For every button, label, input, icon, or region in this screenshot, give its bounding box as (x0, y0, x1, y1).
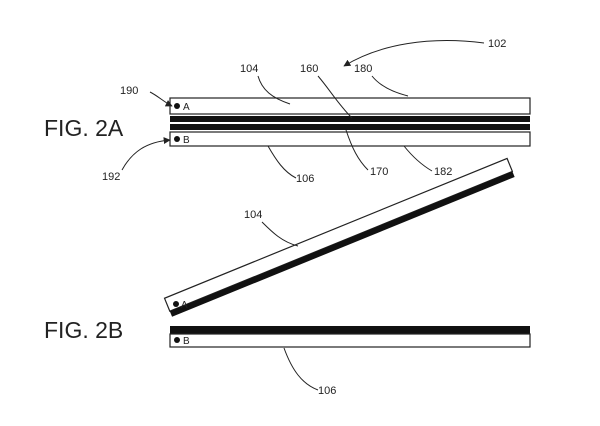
bottom-display-layer-170 (170, 124, 530, 130)
ref-160: 160 (300, 63, 318, 75)
tilted-panel-outline (163, 157, 514, 312)
ref-106-2b-leader (283, 347, 319, 391)
top-display-layer-160 (170, 116, 530, 122)
point-b-marker-2b (174, 337, 180, 343)
ref-106-2b: 106 (318, 385, 336, 397)
ref-106-2a-leader (267, 145, 297, 179)
bottom-display-layer-2b (170, 326, 530, 334)
ref-104-2b: 104 (244, 209, 262, 221)
ref-182: 182 (434, 166, 452, 178)
ref-104-2a-leader (257, 75, 291, 105)
ref-170-leader (345, 129, 369, 171)
point-a-label: A (183, 102, 190, 113)
ref-182-leader (403, 145, 433, 172)
fig-2a-label: FIG. 2A (44, 115, 124, 141)
point-b-label: B (183, 135, 190, 146)
ref-104-2a: 104 (240, 63, 258, 75)
ref-102: 102 (488, 38, 506, 50)
fig-2b-label: FIG. 2B (44, 317, 123, 343)
ref-192-arrow (121, 137, 171, 171)
point-b-marker (174, 136, 180, 142)
ref-170: 170 (370, 166, 388, 178)
ref-106-2a: 106 (296, 173, 314, 185)
ref-104-2b-leader (261, 221, 299, 247)
point-a-label-2b: A (181, 300, 188, 311)
ref-192: 192 (102, 171, 120, 183)
tilted-display-layer (169, 171, 515, 317)
ref-180: 180 (354, 63, 372, 75)
ref-180-leader (371, 75, 409, 97)
point-a-marker-2b (173, 301, 179, 307)
figure-2a: FIG. 2A A B 102 104 160 180 190 192 (44, 38, 531, 185)
point-b-label-2b: B (183, 336, 190, 347)
tilted-top-panel-104 (163, 157, 515, 317)
ref-160-leader (317, 75, 353, 119)
figure-2b: FIG. 2B A B 104 106 (44, 157, 531, 397)
bottom-panel-106 (169, 131, 531, 147)
ref-102-arrow (343, 40, 485, 67)
ref-190-arrow (149, 91, 173, 107)
top-panel-104 (169, 97, 531, 115)
bottom-panel-106-2b (169, 333, 531, 348)
point-a-marker (174, 103, 180, 109)
ref-190: 190 (120, 85, 138, 97)
